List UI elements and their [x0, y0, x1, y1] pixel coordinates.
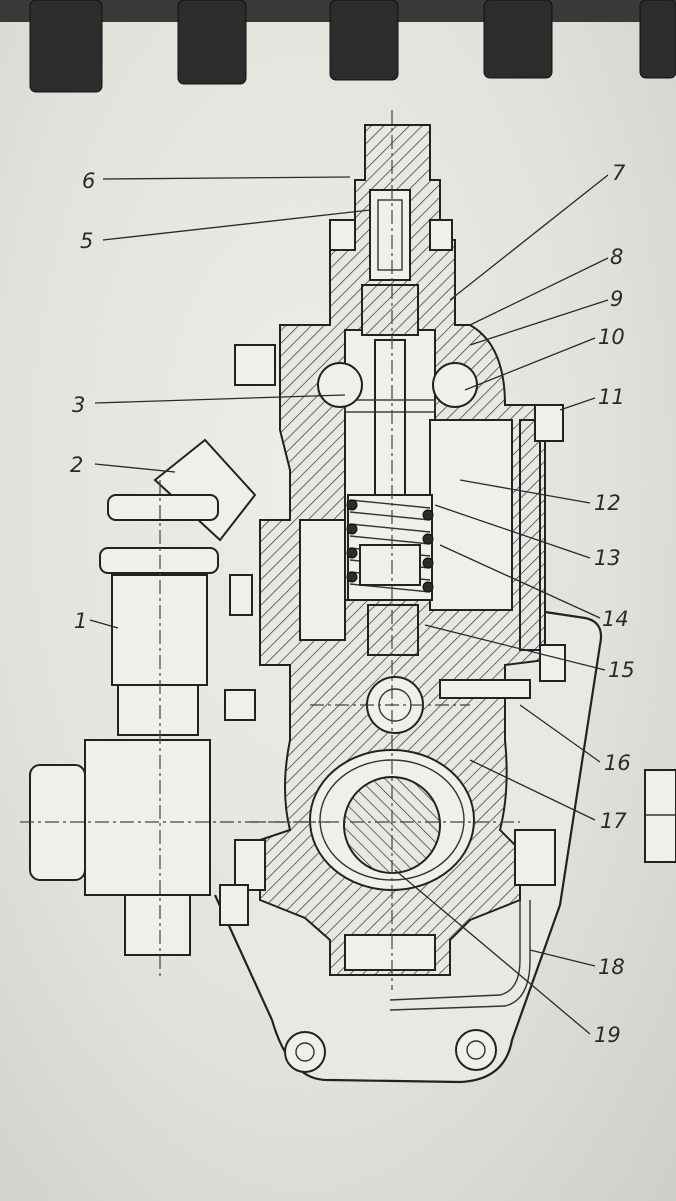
hand-primer-pump	[29, 438, 257, 956]
callout-14: 14	[602, 607, 629, 631]
ring-5	[639, 0, 676, 79]
callout-6: 6	[82, 169, 95, 193]
callout-1: 1	[74, 609, 87, 633]
callout-15: 15	[608, 658, 635, 682]
ring-3	[329, 0, 399, 81]
callout-7: 7	[612, 161, 626, 185]
callout-5: 5	[80, 229, 93, 253]
callout-17: 17	[600, 809, 627, 833]
leader-lines	[89, 174, 609, 1035]
callout-16: 16	[604, 751, 631, 775]
callout-3: 3	[72, 393, 85, 417]
callout-labels: 1 2 3 5 6 7 8 9 10 11 12 13 14 15 16 17 …	[70, 161, 635, 1047]
callout-2: 2	[70, 453, 83, 477]
ring-1	[29, 0, 103, 93]
ring-4	[483, 0, 553, 79]
binding-rings	[0, 0, 676, 93]
bolts	[219, 219, 566, 926]
valve-holder	[369, 189, 411, 281]
callout-11: 11	[598, 385, 625, 409]
callout-10: 10	[598, 325, 625, 349]
rack-cavity	[429, 419, 513, 611]
callout-18: 18	[598, 955, 625, 979]
callout-9: 9	[610, 287, 623, 311]
callout-13: 13	[594, 546, 621, 570]
callout-19: 19	[594, 1023, 621, 1047]
adjacent-figure-fragment	[644, 769, 676, 863]
callout-12: 12	[594, 491, 621, 515]
callout-8: 8	[610, 245, 623, 269]
ring-2	[177, 0, 247, 85]
